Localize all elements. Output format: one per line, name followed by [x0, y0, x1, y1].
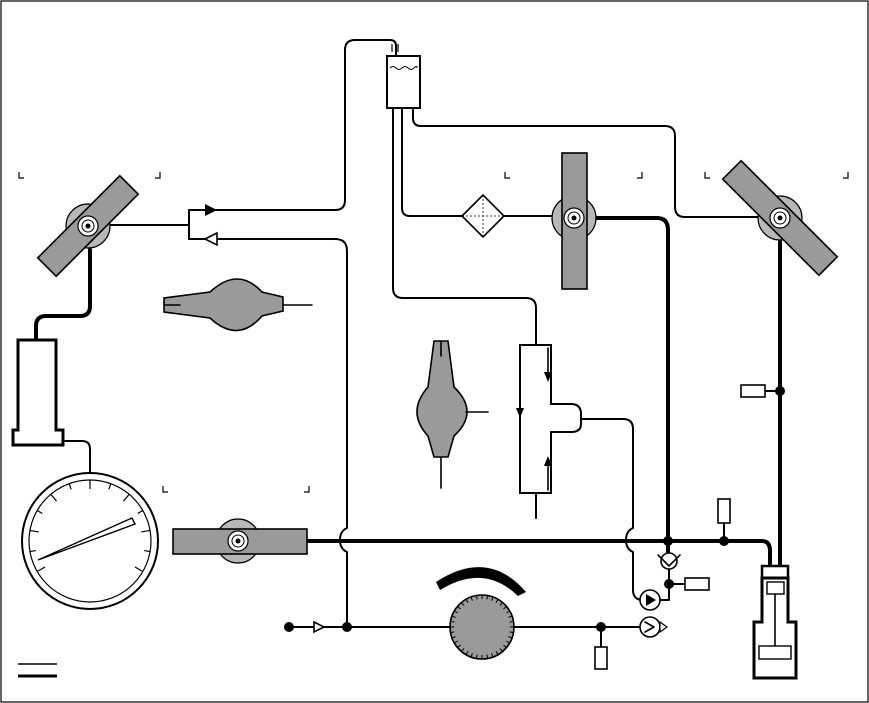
junction-dot — [284, 622, 294, 632]
valve-body — [520, 345, 581, 493]
pump-icon — [640, 617, 660, 637]
sensor-box — [685, 578, 709, 590]
pump-outlet-arrow-icon — [660, 622, 667, 632]
cylinder-actuator — [13, 340, 63, 445]
corner-marker — [843, 172, 848, 178]
legend — [18, 664, 57, 676]
pipe — [63, 441, 90, 473]
corner-marker — [637, 172, 642, 178]
pressure-gauge — [22, 473, 158, 609]
sensor-box — [718, 499, 730, 523]
flow-arrow — [314, 622, 324, 632]
lens-vertical — [417, 341, 488, 488]
dial-tooth — [487, 595, 488, 599]
dial-tooth — [476, 655, 477, 659]
check-valve — [658, 553, 680, 569]
corner-marker — [705, 172, 710, 178]
corner-marker — [304, 486, 309, 492]
dial-tooth — [450, 621, 454, 622]
corner-marker — [155, 172, 160, 178]
rotor-axle — [572, 216, 577, 221]
lens-body — [164, 279, 283, 331]
pipe — [189, 40, 396, 210]
junction-dot — [663, 536, 673, 546]
dial-tooth — [510, 632, 514, 633]
junction-dot — [596, 622, 606, 632]
valve-block — [516, 345, 581, 493]
pump-lower — [640, 617, 667, 637]
junction-dot — [719, 536, 729, 546]
roller-rotor-center — [552, 153, 596, 289]
oxygenator-piston — [759, 646, 791, 659]
rotor-axle — [86, 224, 91, 229]
flow-arrow — [205, 233, 217, 245]
flow-arrows — [205, 204, 324, 632]
dial-knob[interactable] — [450, 595, 514, 659]
corner-marker — [163, 486, 168, 492]
dial-range-arc-icon — [436, 567, 526, 596]
rotor-axle — [236, 539, 241, 544]
filter — [462, 195, 504, 237]
dial-tooth — [450, 632, 454, 633]
oxygenator-chamber — [767, 582, 784, 594]
dial-tooth — [476, 595, 477, 599]
control-dial[interactable] — [436, 567, 526, 659]
lens-body — [417, 341, 467, 457]
oxygenator-cap — [762, 566, 788, 578]
lens-horizontal — [164, 279, 312, 331]
sensor-box — [595, 647, 607, 669]
dial-tooth — [510, 621, 514, 622]
corner-marker — [505, 172, 510, 178]
junction-dot — [775, 386, 785, 396]
pump-upper — [640, 590, 660, 610]
reservoir-tank — [387, 56, 420, 108]
sensor-box — [741, 385, 765, 397]
flow-arrow — [205, 204, 217, 216]
pipe — [393, 108, 536, 345]
pipe — [402, 108, 462, 216]
dial-tooth — [487, 655, 488, 659]
thick-pipe — [308, 541, 770, 566]
junction-dot — [664, 579, 674, 589]
rotor-axle — [778, 216, 783, 221]
roller-rotor-bottom — [173, 519, 307, 563]
junction-dot — [342, 622, 352, 632]
corner-marker — [19, 172, 24, 178]
cylinder-body — [13, 340, 63, 445]
pipe — [581, 419, 643, 600]
oxygenator — [754, 566, 796, 678]
reservoir — [387, 44, 420, 108]
